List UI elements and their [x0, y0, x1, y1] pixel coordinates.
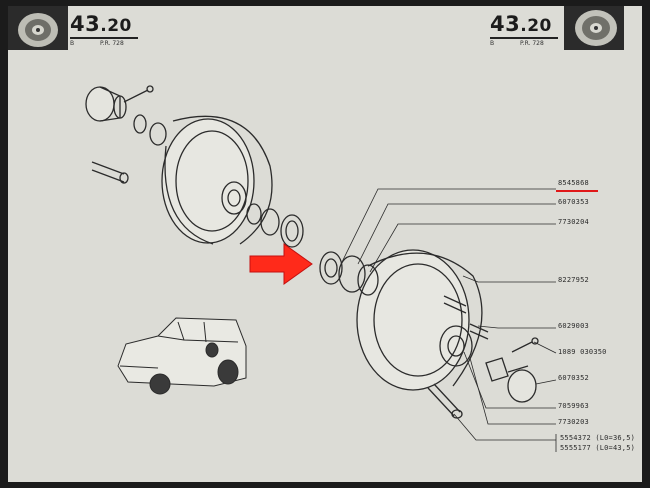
- page-major-left: 43: [70, 12, 101, 36]
- part-label-8227952: 8227952: [558, 276, 589, 284]
- leader-lines: [341, 188, 557, 452]
- highlight-arrow: [249, 243, 313, 285]
- page-number-left: 43.20: [70, 12, 132, 36]
- upper-hub-cap: [85, 86, 127, 122]
- wheel-hub-photo-icon: [8, 6, 68, 50]
- upper-stub-bearings: [123, 85, 167, 146]
- wheel-hub-photo-icon: [564, 6, 624, 50]
- lower-nut-cap: [485, 337, 539, 403]
- lower-brake-drum: [356, 249, 483, 391]
- page-minor-left: .20: [100, 16, 132, 36]
- part-label-5555177: 5555177 (L0=43,5): [560, 444, 636, 452]
- part-label-7730203: 7730203: [558, 418, 589, 426]
- part-label-8545868: 8545868: [558, 179, 589, 187]
- page-ref-right: P.R. 728: [520, 40, 544, 47]
- lower-bearing-seals: [319, 251, 379, 296]
- page-major-right: 43: [490, 12, 521, 36]
- lower-studs: [427, 295, 489, 419]
- header-rule-left: [70, 37, 138, 39]
- exploded-hub-diagram: [85, 85, 598, 452]
- page-sub-letter-right: B: [490, 40, 495, 47]
- renault-4-car-illustration: [117, 317, 247, 395]
- part-label-1089-030350: 1089 030350: [558, 348, 607, 356]
- page-number-right: 43.20: [490, 12, 552, 36]
- part-label-7730204: 7730204: [558, 218, 589, 226]
- upper-wheel-stud: [91, 161, 129, 184]
- header-rule-right: [490, 37, 558, 39]
- page-minor-right: .20: [520, 16, 552, 36]
- part-label-6070352: 6070352: [558, 374, 589, 382]
- parts-catalog-sheet: 43.20 B P.R. 728 43.20 B P.R. 728: [8, 6, 642, 482]
- part-label-6070353: 6070353: [558, 198, 589, 206]
- part-label-7059963: 7059963: [558, 402, 589, 410]
- part-label-5554372: 5554372 (L0=36,5): [560, 434, 636, 442]
- upper-brake-drum: [161, 115, 273, 245]
- upper-seal-rings: [246, 203, 304, 248]
- part-label-6029003: 6029003: [558, 322, 589, 330]
- page-sub-letter-left: B: [70, 40, 75, 47]
- page-ref-left: P.R. 728: [100, 40, 124, 47]
